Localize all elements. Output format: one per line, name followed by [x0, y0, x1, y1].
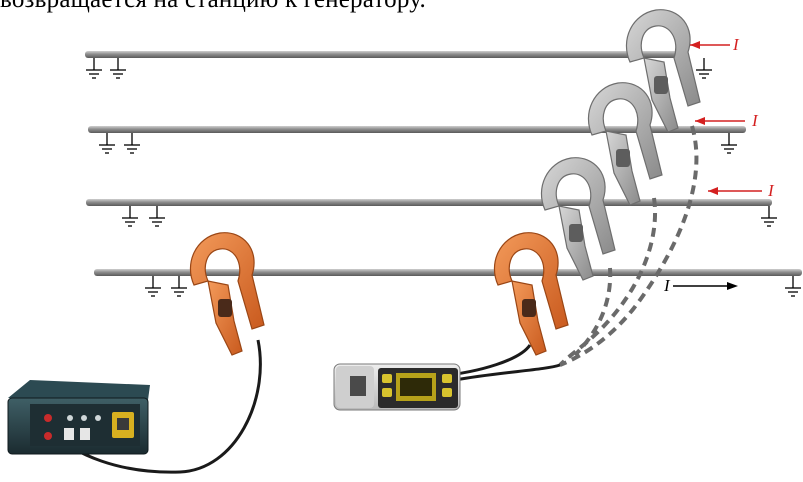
orange-clamp-receiver [494, 233, 568, 355]
receiver-device [334, 364, 460, 410]
conductor-1 [85, 51, 685, 58]
conductor-3 [86, 199, 772, 206]
ground-icon [785, 276, 801, 296]
generator-device [8, 380, 150, 454]
ground-icon [122, 206, 138, 226]
current-label-1: I [732, 35, 740, 54]
ground-icon [86, 58, 102, 78]
ground-icon [171, 276, 187, 296]
current-arrow-4 [673, 282, 738, 290]
caption-text: возвращается на станцию к генератору. [0, 0, 426, 14]
orange-clamp-generator [190, 233, 264, 355]
current-label-3: I [767, 181, 775, 200]
current-arrow-2 [695, 117, 745, 125]
ground-icon [696, 58, 712, 78]
current-arrow-3 [708, 187, 762, 195]
current-arrow-1 [690, 41, 730, 49]
ground-icon [149, 206, 165, 226]
ground-icon [110, 58, 126, 78]
current-label-4: I [663, 276, 671, 295]
ground-icon [761, 206, 777, 226]
ground-icon [124, 133, 140, 153]
ground-icon [721, 133, 737, 153]
current-label-2: I [751, 111, 759, 130]
ground-icon [145, 276, 161, 296]
ground-icon [99, 133, 115, 153]
